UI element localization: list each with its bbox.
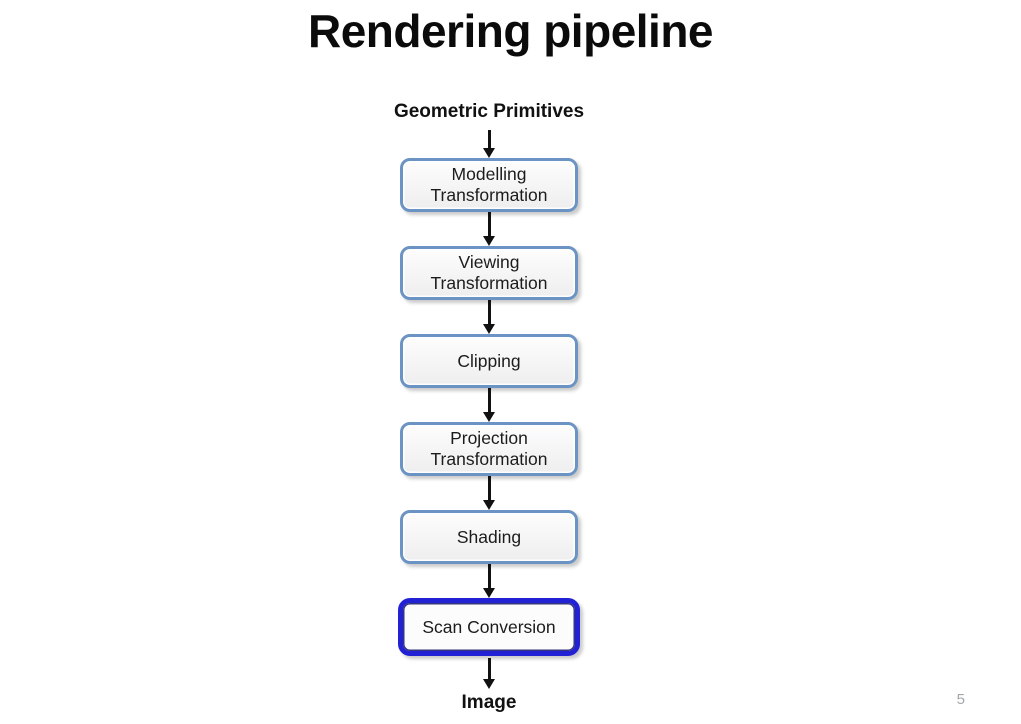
arrow-head <box>483 588 495 598</box>
stage-viewing-transformation: Viewing Transformation <box>400 246 578 300</box>
pipeline-output-label: Image <box>461 692 517 713</box>
arrow-head <box>483 500 495 510</box>
stage-label: Projection Transformation <box>430 428 548 469</box>
arrow-shaft <box>487 388 491 412</box>
down-arrow-icon <box>483 476 495 510</box>
arrow-head <box>483 148 495 158</box>
stage-label: Scan Conversion <box>422 616 556 637</box>
arrow-head <box>483 324 495 334</box>
down-arrow-icon <box>483 130 495 158</box>
arrow-shaft <box>487 212 491 236</box>
arrow-shaft <box>487 476 491 500</box>
arrow-head <box>483 412 495 422</box>
down-arrow-icon <box>483 212 495 246</box>
page-number: 5 <box>956 691 965 708</box>
rendering-pipeline-diagram: Geometric Primitives Modelling Transform… <box>379 101 599 714</box>
arrow-head <box>483 236 495 246</box>
stage-scan-conversion: Scan Conversion <box>398 598 580 656</box>
arrow-head <box>483 679 495 689</box>
down-arrow-icon <box>483 564 495 598</box>
stage-label: Clipping <box>457 350 521 371</box>
stage-label: Shading <box>456 526 522 547</box>
down-arrow-icon <box>483 300 495 334</box>
arrow-shaft <box>487 130 491 148</box>
stage-projection-transformation: Projection Transformation <box>400 422 578 476</box>
stage-shading: Shading <box>400 510 578 564</box>
arrow-shaft <box>487 658 491 679</box>
stage-modelling-transformation: Modelling Transformation <box>400 158 578 212</box>
down-arrow-icon <box>483 388 495 422</box>
slide-title: Rendering pipeline <box>307 5 714 57</box>
arrow-shaft <box>487 564 491 588</box>
down-arrow-icon <box>483 658 495 689</box>
stage-clipping: Clipping <box>400 334 578 388</box>
stage-label: Modelling Transformation <box>430 164 548 205</box>
arrow-shaft <box>487 300 491 324</box>
stage-label: Viewing Transformation <box>430 252 548 293</box>
pipeline-input-label: Geometric Primitives <box>393 101 585 122</box>
